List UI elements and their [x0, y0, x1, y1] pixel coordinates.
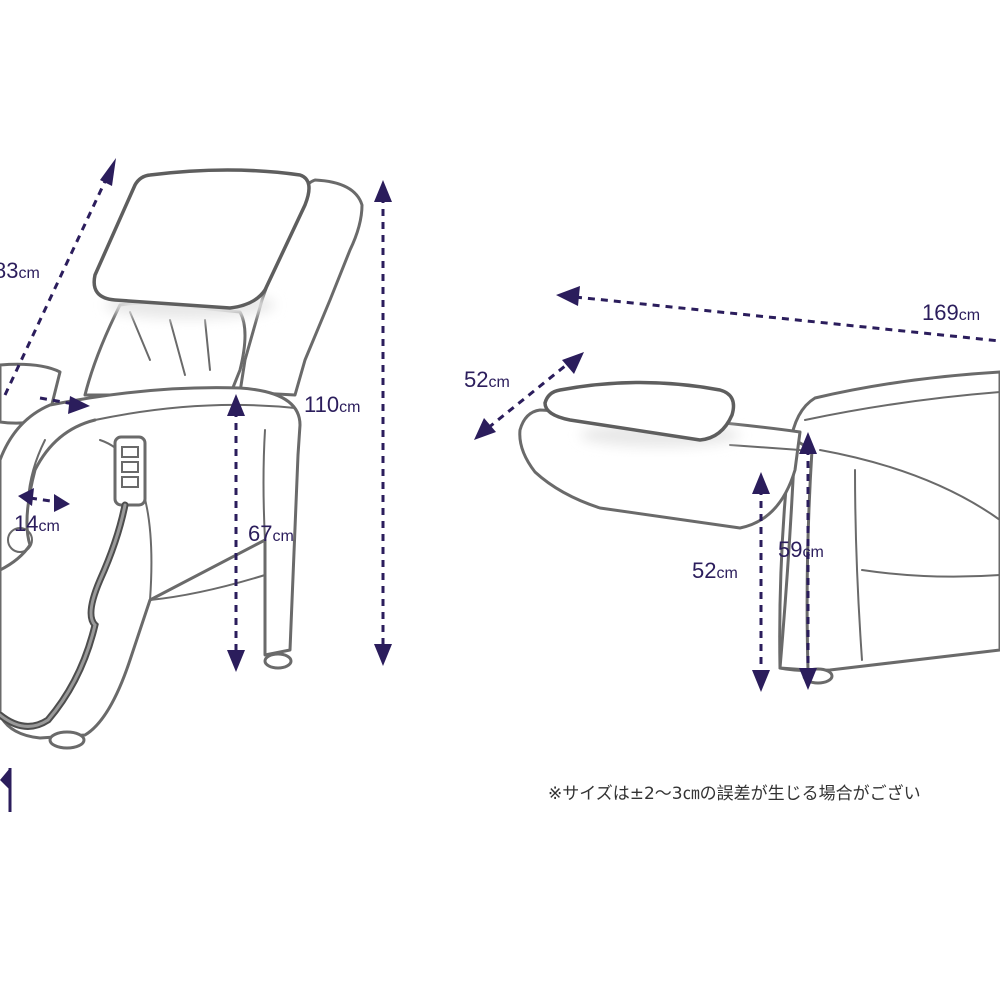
label-reclined-length: 169cm — [922, 300, 980, 325]
size-tolerance-note: ※サイズは±2〜3㎝の誤差が生じる場合がござい — [548, 783, 921, 804]
headrest-cushion — [92, 168, 311, 310]
dimension-footrest-depth — [474, 352, 584, 440]
upright-chair — [0, 168, 364, 812]
label-armrest-width: 14cm — [14, 511, 60, 536]
front-foot — [48, 730, 86, 750]
chair-front-body — [0, 386, 302, 740]
dimension-armrest-width — [18, 488, 70, 512]
dimension-armrest-height — [227, 394, 245, 672]
dimension-footrest-height — [752, 472, 770, 692]
label-height: 110cm — [304, 392, 360, 417]
label-back-length: 83cm — [0, 258, 40, 283]
label-seat-height: 59cm — [778, 537, 824, 562]
reclined-body — [778, 370, 1000, 673]
dimension-height — [374, 180, 392, 666]
label-armrest-height: 67cm — [248, 521, 294, 546]
label-footrest-height: 52cm — [692, 558, 738, 583]
label-footrest-depth: 52cm — [464, 367, 510, 392]
dimension-armrest-pointer — [39, 396, 90, 414]
dimension-reclined-length — [556, 286, 1000, 343]
dimension-back-length — [3, 158, 116, 396]
footrest-pad — [543, 380, 736, 442]
reclined-chair — [518, 370, 1000, 685]
rear-foot — [263, 652, 293, 670]
dimension-seat-height — [799, 432, 817, 690]
